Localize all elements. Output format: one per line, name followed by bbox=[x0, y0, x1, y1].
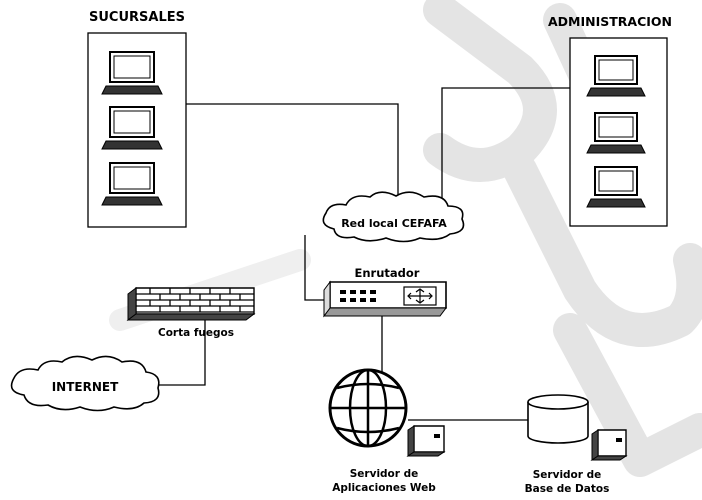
desktop-computer-icon bbox=[586, 166, 646, 208]
enrutador-label: Enrutador bbox=[355, 266, 420, 280]
desktop-computer-icon bbox=[101, 51, 163, 95]
servidor-web-label-line2: Aplicaciones Web bbox=[332, 482, 436, 494]
corta-fuegos-label: Corta fuegos bbox=[158, 327, 234, 339]
database-cylinder-icon bbox=[527, 394, 589, 444]
servidor-web-group: Servidor de Aplicaciones Web bbox=[328, 368, 446, 494]
corta-fuegos-group: Corta fuegos bbox=[126, 287, 256, 339]
server-tower-icon bbox=[406, 425, 446, 457]
link-red-router bbox=[304, 235, 330, 301]
servidor-bd-group: Servidor de Base de Datos bbox=[525, 394, 628, 495]
red-local-label: Red local CEFAFA bbox=[341, 217, 447, 230]
sucursales-group: SUCURSALES bbox=[87, 10, 187, 228]
cloud-icon bbox=[10, 355, 160, 412]
router-icon bbox=[323, 280, 447, 318]
administracion-group: ADMINISTRACION bbox=[548, 14, 672, 227]
link-firewall-internet bbox=[158, 316, 206, 386]
cloud-icon bbox=[322, 191, 465, 243]
firewall-icon bbox=[126, 287, 256, 321]
red-local-group: Red local CEFAFA bbox=[322, 191, 465, 243]
enrutador-group: Enrutador bbox=[323, 266, 447, 318]
desktop-computer-icon bbox=[101, 162, 163, 206]
desktop-computer-icon bbox=[586, 55, 646, 97]
server-tower-icon bbox=[590, 429, 628, 461]
internet-group: INTERNET bbox=[10, 355, 160, 412]
internet-label: INTERNET bbox=[52, 380, 119, 394]
administracion-label: ADMINISTRACION bbox=[548, 14, 672, 29]
connections bbox=[158, 87, 570, 421]
link-sucursales-red bbox=[186, 103, 399, 200]
servidor-web-label-line1: Servidor de bbox=[350, 468, 419, 480]
servidor-bd-label-line1: Servidor de bbox=[533, 469, 602, 481]
link-administracion-red bbox=[441, 87, 570, 210]
desktop-computer-icon bbox=[101, 106, 163, 150]
globe-server-icon bbox=[328, 368, 408, 448]
servidor-bd-label-line2: Base de Datos bbox=[525, 483, 610, 495]
sucursales-label: SUCURSALES bbox=[89, 10, 185, 25]
desktop-computer-icon bbox=[586, 112, 646, 154]
